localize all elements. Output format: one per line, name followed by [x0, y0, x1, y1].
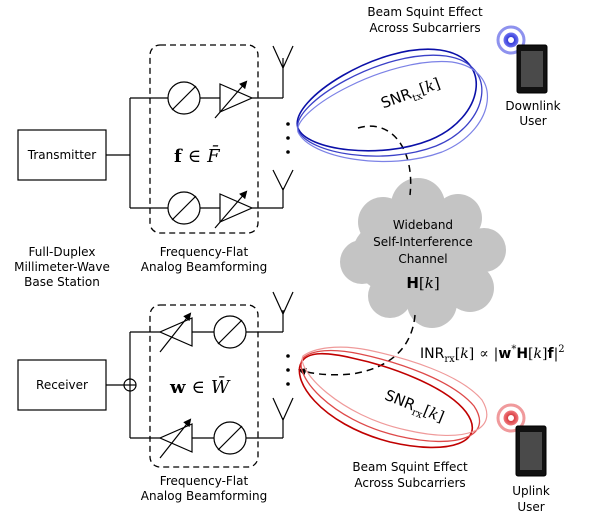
downlink-snr-label: SNRtx[k] — [378, 74, 443, 115]
svg-text:Frequency-Flat: Frequency-Flat — [160, 474, 249, 488]
receiver-beamformer: w∈W̄ — [149, 304, 283, 468]
self-interference-cloud: Wideband Self-Interference Channel H[k] — [340, 178, 506, 328]
phone-icon — [516, 44, 548, 94]
svg-text:Beam Squint Effect: Beam Squint Effect — [367, 5, 483, 19]
downlink-squint-label: Beam Squint Effect Across Subcarriers — [367, 5, 483, 35]
transmitter-label: Transmitter — [27, 148, 97, 162]
svg-text:Full-Duplex: Full-Duplex — [29, 245, 96, 259]
svg-text:Frequency-Flat: Frequency-Flat — [160, 245, 249, 259]
phase-shifter-icon — [213, 315, 247, 349]
transmitter-caption: Frequency-Flat Analog Beamforming — [141, 245, 267, 274]
phase-shifter-icon — [213, 421, 247, 455]
receiver-beamformer-math: w∈W̄ — [169, 375, 231, 398]
svg-text:Analog Beamforming: Analog Beamforming — [141, 489, 267, 503]
signal-icon — [496, 25, 526, 55]
svg-text:Uplink: Uplink — [512, 484, 550, 498]
antenna-icon — [272, 169, 294, 208]
ellipsis-dots — [286, 122, 290, 154]
beam-lobe — [300, 349, 481, 443]
transmitter-block: Transmitter — [17, 97, 168, 209]
svg-text:User: User — [517, 500, 544, 514]
phase-shifter-icon — [167, 191, 201, 225]
svg-text:Millimeter-Wave: Millimeter-Wave — [14, 260, 110, 274]
antenna-icon — [272, 45, 294, 98]
uplink-beams: SNRrx[k] — [298, 346, 488, 449]
svg-text:Beam Squint Effect: Beam Squint Effect — [352, 460, 468, 474]
transmitter-antennas — [272, 45, 294, 208]
svg-text:Wideband: Wideband — [393, 218, 453, 232]
transmitter-beamformer: f∈F̄ — [149, 44, 283, 234]
receiver-caption: Frequency-Flat Analog Beamforming — [141, 474, 267, 503]
phone-icon — [515, 425, 547, 477]
amplifier-icon — [214, 190, 254, 229]
ellipsis-dots — [286, 354, 290, 386]
downlink-user: Downlink User — [496, 25, 561, 128]
svg-text:Across Subcarriers: Across Subcarriers — [369, 21, 480, 35]
beam-lobe — [296, 48, 477, 152]
svg-text:Analog Beamforming: Analog Beamforming — [141, 260, 267, 274]
beam-lobe — [297, 60, 488, 163]
transmitter-beamformer-math: f∈F̄ — [174, 144, 221, 167]
amplifier-icon — [158, 312, 193, 353]
beam-lobe — [297, 54, 483, 157]
beam-lobe — [301, 346, 488, 437]
downlink-beams: SNRtx[k] — [296, 48, 488, 163]
receiver-label: Receiver — [36, 378, 88, 392]
receiver-block: Receiver — [17, 331, 160, 439]
transmitter-dashed-box — [149, 44, 259, 234]
antenna-icon — [272, 291, 294, 332]
svg-text:Across Subcarriers: Across Subcarriers — [354, 476, 465, 490]
receiver-box — [17, 359, 107, 411]
uplink-snr-label: SNRrx[k] — [381, 386, 447, 429]
amplifier-icon — [158, 418, 193, 459]
svg-text:User: User — [519, 114, 546, 128]
svg-text:Base Station: Base Station — [24, 275, 100, 289]
uplink-user: Uplink User — [496, 403, 550, 514]
beam-lobe — [298, 352, 473, 449]
amplifier-icon — [214, 80, 254, 119]
receiver-antennas — [272, 291, 294, 438]
inr-expression: INRrx[k]∝|w*H[k]f|2 — [420, 344, 565, 365]
phase-shifter-icon — [167, 81, 201, 115]
receiver-dashed-box — [149, 304, 259, 468]
transmitter-box — [17, 129, 107, 181]
antenna-icon — [272, 397, 294, 438]
channel-math: H[k] — [406, 274, 439, 292]
self-interference-path — [300, 125, 416, 375]
combiner-icon — [123, 378, 137, 392]
svg-text:Channel: Channel — [398, 252, 447, 266]
svg-text:Downlink: Downlink — [505, 99, 560, 113]
signal-icon — [496, 403, 526, 433]
svg-text:Self-Interference: Self-Interference — [373, 235, 473, 249]
uplink-squint-label: Beam Squint Effect Across Subcarriers — [352, 460, 468, 490]
base-station-label: Full-Duplex Millimeter-Wave Base Station — [14, 245, 110, 289]
